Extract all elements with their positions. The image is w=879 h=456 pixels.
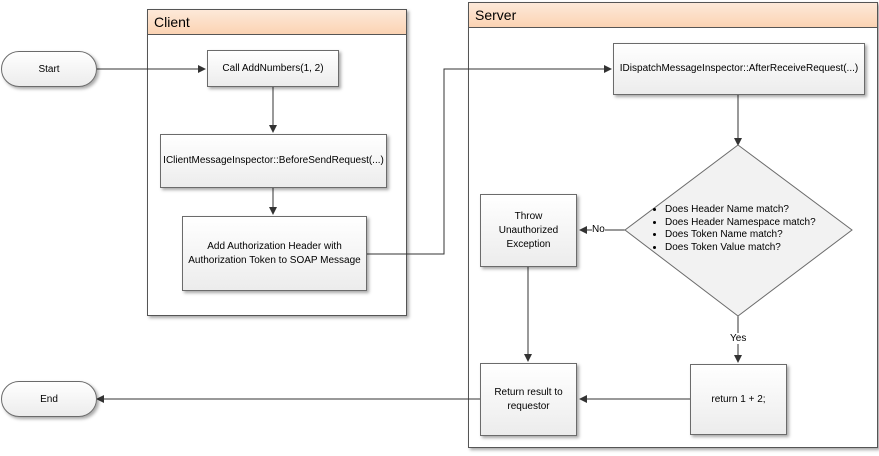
before-send-request-label: IClientMessageInspector::BeforeSendReque… <box>163 155 384 166</box>
decision-item: Does Header Namespace match? <box>665 217 841 230</box>
server-lane-title: Server <box>469 3 877 28</box>
decision-diamond <box>624 144 853 317</box>
no-label: No <box>592 224 605 235</box>
add-authorization-header-box: Add Authorization Header with Authorizat… <box>182 216 367 291</box>
throw-unauthorized-label: Throw Unauthorized Exception <box>498 210 559 250</box>
compute-label: return 1 + 2; <box>711 393 766 405</box>
start-label: Start <box>38 63 60 75</box>
before-send-request-box: IClientMessageInspector::BeforeSendReque… <box>160 134 387 188</box>
after-receive-request-box: IDispatchMessageInspector::AfterReceiveR… <box>613 43 865 95</box>
throw-unauthorized-box: Throw Unauthorized Exception <box>480 194 577 267</box>
decision-item: Does Token Value match? <box>665 242 841 255</box>
arrow-add-header-to-after-receive <box>367 65 612 255</box>
yes-label: Yes <box>730 333 747 344</box>
add-authorization-header-label: Add Authorization Header with Authorizat… <box>188 240 361 266</box>
call-add-numbers-label: Call AddNumbers(1, 2) <box>222 62 324 74</box>
start-terminator: Start <box>1 51 97 87</box>
after-receive-request-label: IDispatchMessageInspector::AfterReceiveR… <box>619 63 859 74</box>
return-result-label: Return result to requestor <box>494 386 563 412</box>
decision-item: Does Token Name match? <box>665 229 841 242</box>
return-result-box: Return result to requestor <box>480 363 577 436</box>
decision-item: Does Header Name match? <box>665 204 841 217</box>
call-add-numbers-box: Call AddNumbers(1, 2) <box>207 50 339 87</box>
compute-box: return 1 + 2; <box>690 364 787 435</box>
client-lane-title: Client <box>148 10 406 35</box>
end-terminator: End <box>1 381 97 417</box>
end-label: End <box>40 393 58 405</box>
decision-checklist: Does Header Name match? Does Header Name… <box>651 204 841 254</box>
